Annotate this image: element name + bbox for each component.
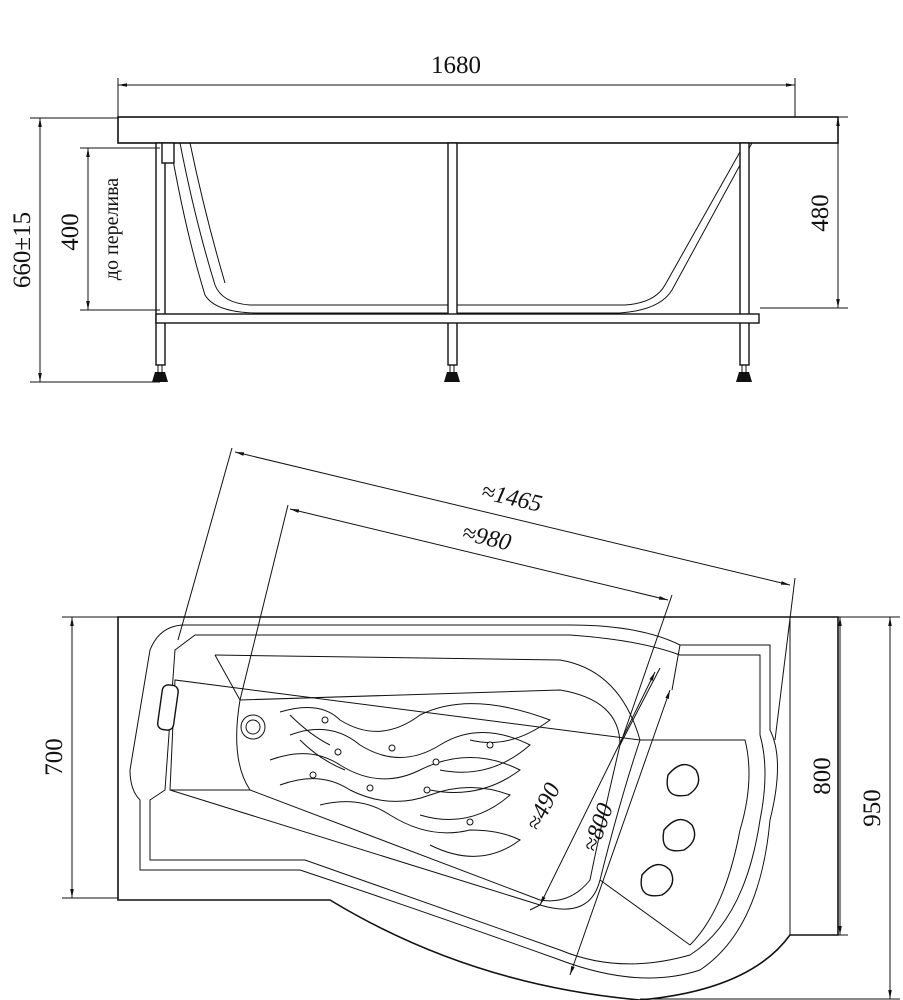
- drain-icon: [240, 714, 266, 740]
- diagonal-length-label: ≈1465: [479, 479, 544, 518]
- left-width-label: 700: [41, 738, 68, 776]
- tub-body: [179, 142, 746, 306]
- inner-length-label: ≈980: [460, 520, 514, 556]
- top-view: ≈1465 ≈980 ≈490 ≈800 700 800 950: [41, 447, 900, 1000]
- tub-rim: [117, 116, 839, 144]
- depth-label: 480: [807, 194, 834, 232]
- inner-diagonal-width-label: ≈800: [578, 800, 619, 855]
- inner-width-label: ≈490: [521, 779, 566, 835]
- side-view: 1680 660±15 400 до перелива 480: [9, 52, 848, 383]
- side-dimensions: 1680 660±15 400 до перелива 480: [9, 52, 848, 383]
- legs: [152, 142, 752, 382]
- wave-pattern: [269, 703, 552, 857]
- overflow-note: до перелива: [101, 178, 123, 280]
- base-rail: [155, 313, 760, 324]
- overflow-height-label: 400: [57, 213, 84, 251]
- tub-outline: [117, 616, 839, 1000]
- total-width-label: 950: [859, 789, 886, 827]
- height-label: 660±15: [9, 212, 36, 288]
- length-label: 1680: [431, 52, 481, 79]
- right-width-label: 800: [809, 757, 836, 795]
